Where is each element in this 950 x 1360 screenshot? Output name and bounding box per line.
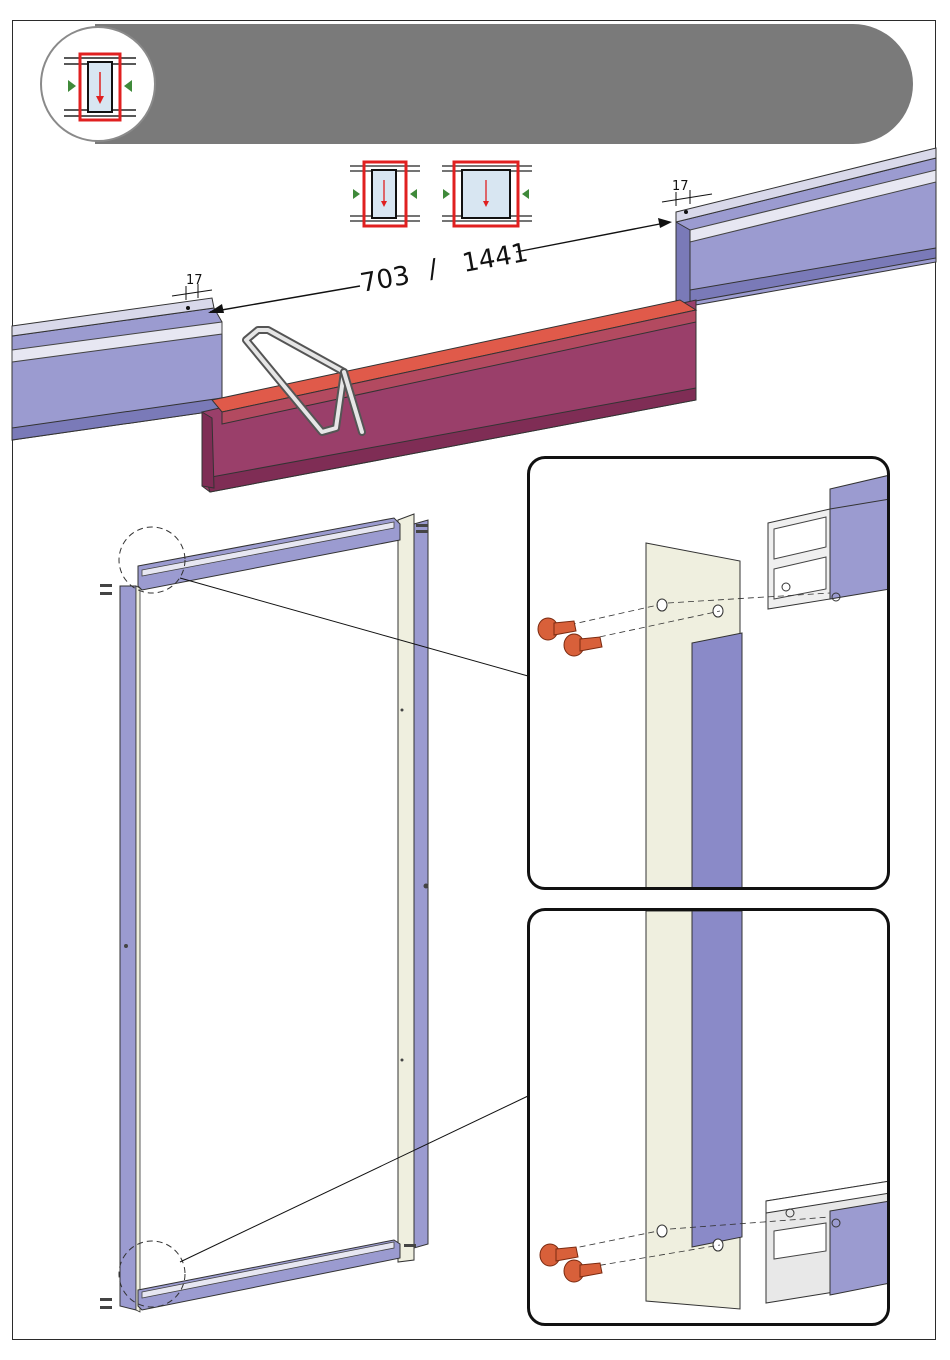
stile-plate [646,543,742,887]
bottom-corner-detail [527,908,890,1326]
screw-icon [564,634,602,656]
door-frame-assembly [100,514,528,1312]
top-corner-detail [527,456,890,890]
rail-profile-end [768,475,887,609]
bottom-rail-profile-end [766,1181,887,1303]
screw-icon [564,1260,602,1282]
